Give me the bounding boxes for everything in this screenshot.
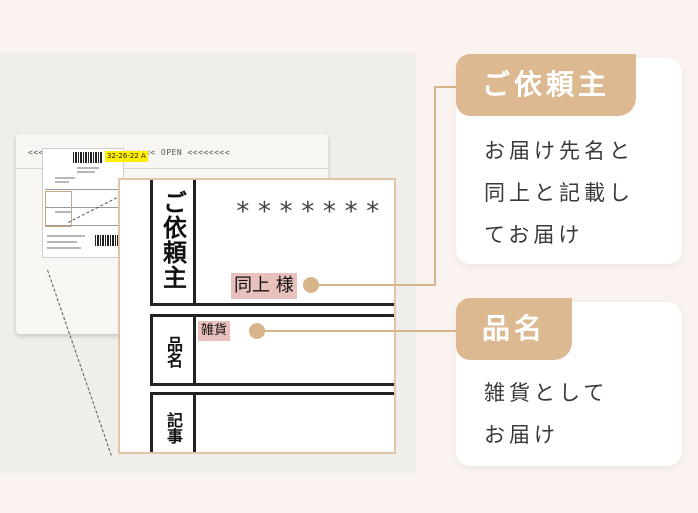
requester-card-body: お届け先名と 同上と記載し てお届け (484, 139, 634, 247)
label-requester-section (45, 191, 72, 227)
requester-info-card: ご依頼主 お届け先名と 同上と記載し てお届け (456, 54, 682, 264)
notes-label: 記事 (164, 412, 183, 444)
notes-section: 記事 (150, 392, 394, 452)
zoomed-label-detail: ご依頼主 ******* 同上 様 品名 記事 雑貨 (118, 178, 396, 454)
barcode-bottom (95, 235, 121, 246)
same-as-recipient-text: 同上 様 (231, 273, 297, 299)
item-section: 品名 (150, 314, 394, 386)
requester-section: ご依頼主 ******* 同上 様 (150, 180, 394, 306)
item-card-body: 雑貨として お届け (484, 381, 609, 447)
item-connector (257, 330, 459, 332)
item-label: 品名 (164, 336, 183, 368)
shipping-label-miniature: 32-26-22 A (42, 148, 148, 258)
item-info-card: 品名 雑貨として お届け (456, 298, 682, 466)
requester-connector (311, 284, 436, 286)
item-value-text: 雑貨 (198, 321, 231, 341)
requester-card-title: ご依頼主 (456, 54, 637, 116)
item-card-title: 品名 (456, 298, 573, 360)
envelope-flap-line (16, 168, 328, 169)
masked-address: ******* (235, 197, 387, 227)
requester-label: ご依頼主 (158, 190, 187, 290)
label-code: 32-26-22 A (105, 151, 148, 162)
barcode-top (73, 152, 103, 163)
